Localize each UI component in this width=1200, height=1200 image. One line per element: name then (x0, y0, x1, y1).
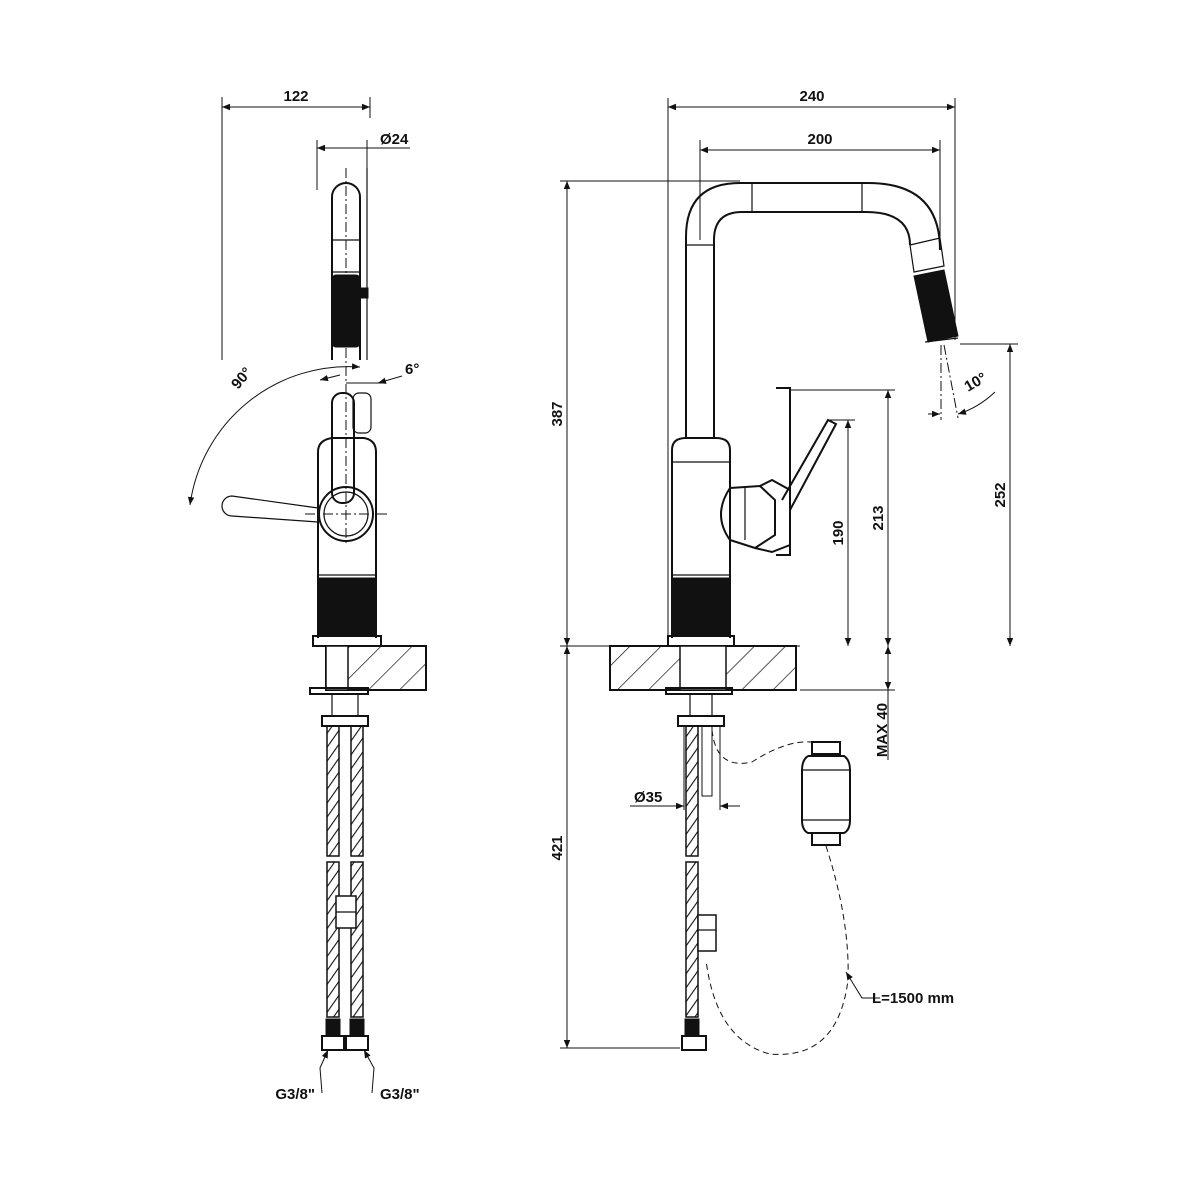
swivel-arc: 90° (187, 363, 361, 506)
dimension-deck-thickness: MAX 40 (800, 646, 895, 760)
deck-front (309, 645, 427, 727)
outlet-angle-label: 10° (962, 369, 990, 395)
dimension-reach-total: 240 (667, 88, 956, 640)
width-label: 122 (283, 88, 308, 105)
reach-spout-label: 200 (807, 131, 832, 148)
dimension-outlet-height: 252 (960, 343, 1018, 646)
handle-height-label: 213 (870, 505, 887, 530)
dimension-spout-diameter: Ø24 (316, 131, 410, 190)
reach-total-label: 240 (799, 88, 824, 105)
deck-thickness-label: MAX 40 (874, 703, 891, 757)
hole-diameter-label: Ø35 (634, 789, 662, 806)
dimension-hole-diameter: Ø35 (630, 726, 740, 810)
lever-height-label: 190 (830, 520, 847, 545)
spout-diameter-label: Ø24 (380, 131, 409, 148)
dimension-height-total: 387 (549, 180, 740, 646)
outlet-angle-dimension: 10° (928, 344, 996, 420)
dimension-under-deck: 421 (549, 645, 800, 1049)
hose-length-label: L=1500 mm (872, 990, 954, 1007)
front-view: 122 Ø24 6° (187, 88, 427, 1103)
dimension-width: 122 (221, 88, 371, 360)
hoses-side (681, 725, 717, 1051)
side-view: 240 200 387 421 (549, 88, 1018, 1055)
tilt-angle-label: 6° (405, 361, 419, 378)
dimension-handle-height: 213 (790, 389, 895, 646)
spout-side (685, 182, 959, 438)
spout-tilt-dimension: 6° (319, 361, 419, 384)
dimension-lever-height: 190 (830, 419, 855, 646)
thread-left-label: G3/8" (275, 1086, 315, 1103)
hose-weight (801, 741, 851, 846)
outlet-height-label: 252 (992, 482, 1009, 507)
pullout-hose (705, 729, 849, 1055)
body-front (305, 437, 387, 647)
hose-length-callout: L=1500 mm (845, 971, 954, 1007)
dimension-reach-spout: 200 (699, 131, 941, 240)
deck-side (609, 645, 797, 727)
hoses-front (321, 725, 369, 1051)
height-total-label: 387 (549, 401, 566, 426)
body-side (667, 387, 838, 647)
thread-labels: G3/8" G3/8" (275, 1049, 420, 1103)
under-deck-label: 421 (549, 835, 566, 860)
lever-front (221, 392, 372, 523)
swivel-angle-label: 90° (228, 364, 256, 392)
thread-right-label: G3/8" (380, 1086, 420, 1103)
spout-front (331, 168, 369, 545)
